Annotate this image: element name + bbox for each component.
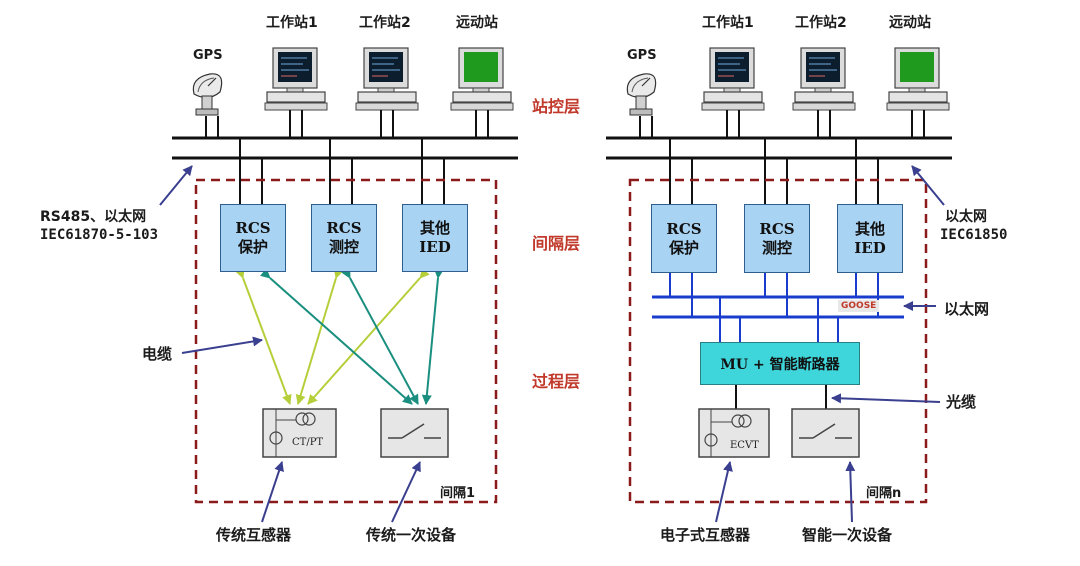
- ethernet-label: 以太网: [944, 300, 990, 318]
- mu-label: MU + 智能断路器: [720, 356, 840, 373]
- traditional-primary-equipment-label: 传统一次设备: [366, 526, 457, 544]
- workstation-2-label: 工作站2: [795, 15, 847, 31]
- right-bus-note-1: 以太网: [945, 209, 987, 225]
- rcs-measure-control-box: RCS 测控: [311, 204, 377, 272]
- computer-workstation-icon: [450, 47, 514, 111]
- station-bus: [606, 136, 952, 160]
- left-bus-note-2: IEC61870-5-103: [40, 227, 159, 243]
- process-ethernet-bus: [652, 295, 904, 319]
- workstation-2-label: 工作站2: [359, 15, 411, 31]
- bay-boundary: [194, 178, 498, 504]
- bay-layer-label: 间隔层: [532, 234, 581, 253]
- station-layer-label: 站控层: [532, 97, 581, 116]
- ct-pt-transformer-icon: [262, 408, 337, 458]
- cable-link: [307, 267, 430, 405]
- box-line-1: 其他: [854, 219, 885, 238]
- rcs-measure-control-box: RCS 测控: [744, 204, 810, 273]
- bay-boundary: [628, 178, 928, 504]
- cable-link: [259, 268, 413, 405]
- other-ied-box: 其他 IED: [837, 204, 903, 273]
- computer-workstation-icon: [886, 47, 950, 111]
- satellite-dish-icon: [626, 73, 657, 116]
- traditional-transformer-label: 传统互感器: [216, 526, 292, 544]
- satellite-dish-icon: [192, 73, 223, 116]
- gps-label: GPS: [627, 48, 657, 63]
- cable-link: [295, 267, 344, 405]
- remote-station-label: 远动站: [889, 15, 931, 31]
- box-line-2: IED: [419, 238, 451, 256]
- smart-primary-equipment-label: 智能一次设备: [802, 526, 893, 544]
- computer-workstation-icon: [792, 47, 856, 111]
- box-line-2: 测控: [328, 238, 359, 256]
- left-panel: [159, 47, 518, 523]
- box-line-1: 其他: [419, 219, 450, 237]
- ct-pt-label: CT/PT: [292, 437, 324, 448]
- other-ied-box: 其他 IED: [402, 204, 468, 272]
- rcs-protection-box: RCS 保护: [651, 204, 717, 273]
- ecvt-label: ECVT: [730, 440, 759, 451]
- bay-n-label: 间隔n: [866, 486, 902, 501]
- left-bus-note-1: RS485、以太网: [40, 209, 147, 225]
- computer-workstation-icon: [701, 47, 765, 111]
- cable-link: [421, 268, 444, 405]
- right-bus-note-2: IEC61850: [940, 227, 1008, 243]
- cable-label: 电缆: [142, 345, 173, 363]
- box-line-2: 测控: [761, 238, 792, 257]
- box-line-1: RCS: [666, 219, 702, 238]
- computer-workstation-icon: [264, 47, 328, 111]
- ct-pt-transformer-icon: [698, 408, 770, 458]
- computer-workstation-icon: [355, 47, 419, 111]
- box-line-2: 保护: [668, 238, 699, 257]
- goose-label: GOOSE: [838, 300, 880, 312]
- cable-link: [341, 267, 419, 405]
- process-layer-label: 过程层: [532, 372, 581, 391]
- workstation-1-label: 工作站1: [702, 15, 754, 31]
- box-line-2: 保护: [237, 238, 268, 256]
- switch-icon: [791, 408, 860, 458]
- fiber-cable-label: 光缆: [946, 393, 977, 411]
- box-line-1: RCS: [759, 219, 795, 238]
- box-line-1: RCS: [235, 219, 271, 237]
- right-panel: [606, 47, 952, 523]
- workstation-1-label: 工作站1: [266, 15, 318, 31]
- box-line-2: IED: [854, 238, 886, 257]
- station-bus: [172, 136, 518, 160]
- bay-1-label: 间隔1: [440, 486, 476, 501]
- box-line-1: RCS: [326, 219, 362, 237]
- switch-icon: [380, 408, 449, 458]
- electronic-transformer-label: 电子式互感器: [660, 526, 751, 544]
- remote-station-label: 远动站: [456, 15, 498, 31]
- gps-label: GPS: [193, 48, 223, 63]
- rcs-protection-box: RCS 保护: [220, 204, 286, 272]
- mu-smart-breaker-box: MU + 智能断路器: [700, 342, 860, 385]
